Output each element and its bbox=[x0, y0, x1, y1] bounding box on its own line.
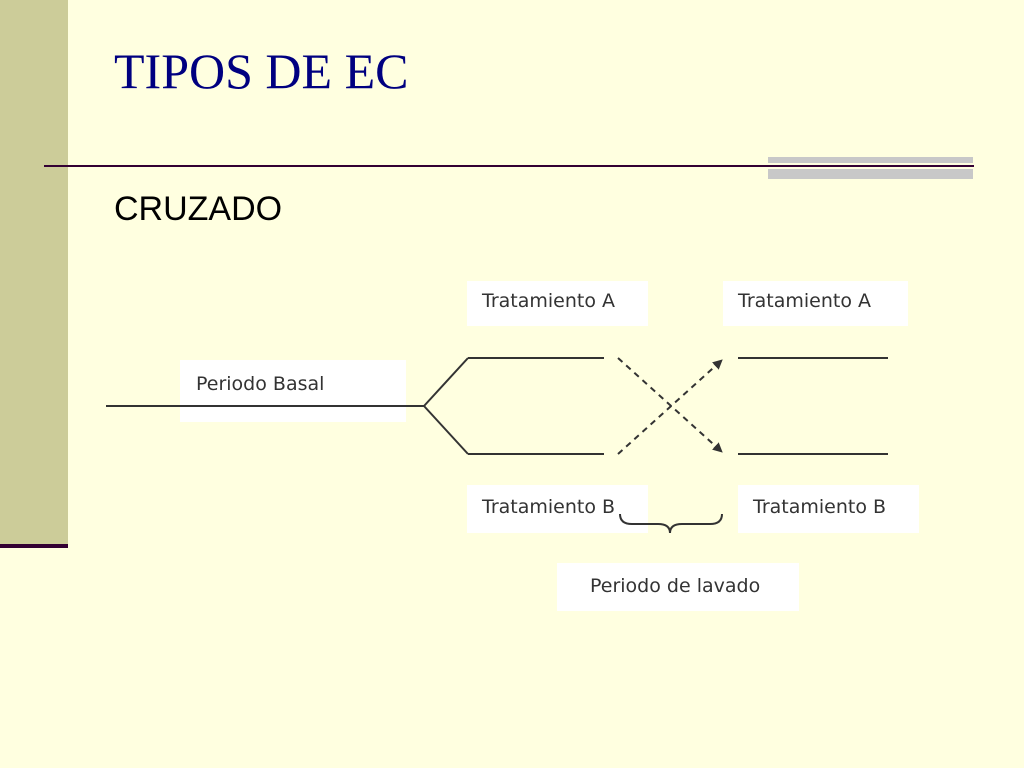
title-rule bbox=[44, 165, 974, 167]
box-washout: Periodo de lavado bbox=[557, 563, 799, 611]
crossover-arrow-down bbox=[617, 357, 723, 453]
label-treatment-b-left: Tratamiento B bbox=[481, 496, 615, 518]
crossover-arrow-up bbox=[617, 359, 723, 455]
box-treatment-a-left: Tratamiento A bbox=[467, 281, 648, 326]
slide-title: TIPOS DE EC bbox=[114, 43, 409, 99]
label-baseline: Periodo Basal bbox=[196, 373, 324, 395]
branch-down-line bbox=[423, 405, 469, 455]
washout-brace bbox=[619, 513, 723, 534]
box-baseline: Periodo Basal bbox=[180, 360, 406, 422]
box-treatment-a-right: Tratamiento A bbox=[723, 281, 908, 326]
label-treatment-a-left: Tratamiento A bbox=[481, 290, 615, 312]
slide-subtitle: CRUZADO bbox=[114, 190, 283, 228]
branch-up-line bbox=[423, 357, 469, 407]
label-treatment-b-right: Tratamiento B bbox=[752, 496, 886, 518]
side-decoration-band bbox=[0, 0, 68, 545]
box-treatment-b-left: Tratamiento B bbox=[467, 485, 648, 533]
label-washout: Periodo de lavado bbox=[590, 575, 760, 597]
label-treatment-a-right: Tratamiento A bbox=[737, 290, 871, 312]
title-accent-bar bbox=[768, 157, 973, 179]
box-treatment-b-right: Tratamiento B bbox=[738, 485, 919, 533]
side-decoration-rule bbox=[0, 544, 68, 548]
